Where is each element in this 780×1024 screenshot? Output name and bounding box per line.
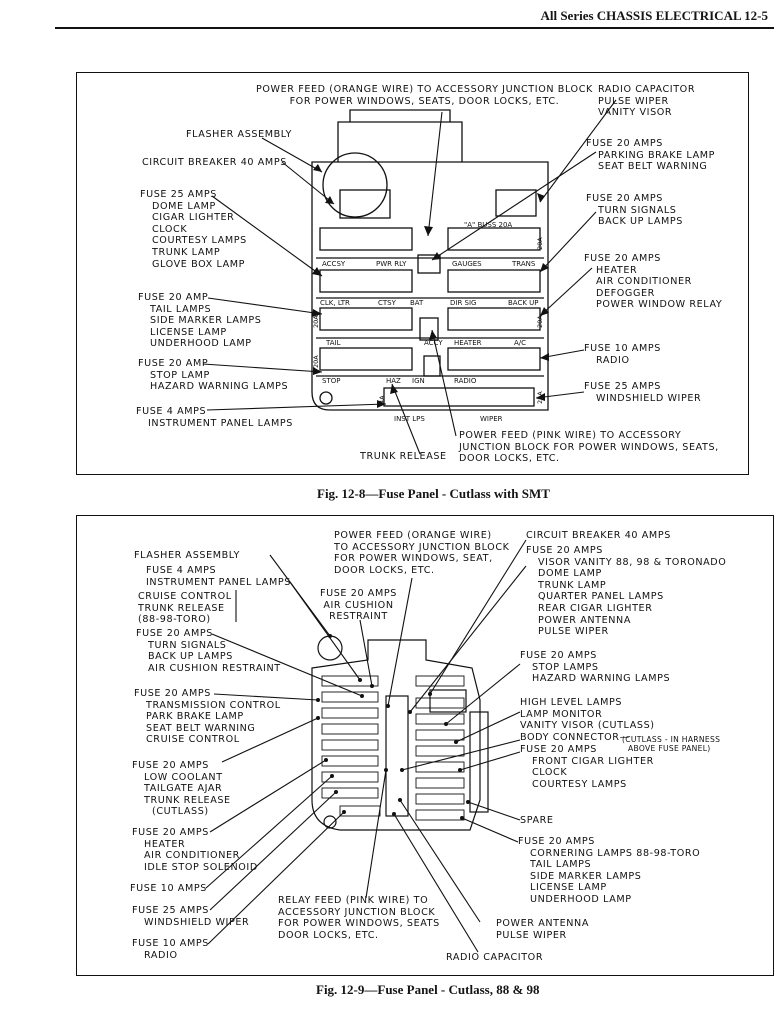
- fig9-high-level-label: HIGH LEVEL LAMPS LAMP MONITOR VANITY VIS…: [520, 697, 655, 732]
- fig8-wiper-text: WIPER: [480, 415, 503, 423]
- fig8-fuse10-radio-label: FUSE 10 AMPS RADIO: [584, 343, 661, 366]
- fig8-fuse20-turn-label: FUSE 20 AMPS TURN SIGNALS BACK UP LAMPS: [586, 193, 683, 228]
- fig9-radio-capacitor-label: RADIO CAPACITOR: [446, 952, 544, 963]
- fig8-caption: Fig. 12-8—Fuse Panel - Cutlass with SMT: [317, 486, 550, 501]
- fig9-flasher-label: FLASHER ASSEMBLY: [134, 550, 240, 561]
- fig8-bat-text: BAT: [410, 299, 424, 307]
- page-header: All Series CHASSIS ELECTRICAL 12-5: [540, 8, 768, 23]
- fig8-accsy-text: ACCSY: [322, 260, 346, 268]
- fig9-fuse20-visor-label: FUSE 20 AMPS VISOR VANITY 88, 98 & TORON…: [526, 545, 727, 638]
- fig8-20a-2: 20A: [312, 315, 320, 328]
- fig9-relay-feed-label: RELAY FEED (PINK WIRE) TO ACCESSORY JUNC…: [278, 895, 440, 941]
- fig8-bus-text: "A" BUSS 20A: [464, 221, 512, 229]
- fig8-power-feed-pink-label: POWER FEED (PINK WIRE) TO ACCESSORY JUNC…: [459, 430, 719, 465]
- fig9-frame: [76, 515, 774, 976]
- fig8-back-up-text: BACK UP: [508, 299, 539, 307]
- fig8-fuse25-left-label: FUSE 25 AMPS DOME LAMP CIGAR LIGHTER CLO…: [140, 189, 247, 270]
- fig9-air-cushion-label: FUSE 20 AMPS AIR CUSHION RESTRAINT: [320, 588, 397, 623]
- fig8-flasher-label: FLASHER ASSEMBLY: [186, 129, 292, 140]
- fig8-20a-1: 20A: [536, 237, 544, 250]
- fig9-cruise-label: CRUISE CONTROL TRUNK RELEASE (88-98-TORO…: [138, 591, 232, 626]
- fig8-power-feed-orange-label: POWER FEED (ORANGE WIRE) TO ACCESSORY JU…: [256, 84, 593, 107]
- fig8-flasher: [322, 152, 388, 218]
- fig8-ign-text: IGN: [412, 377, 425, 385]
- fig9-power-feed-orange-label: POWER FEED (ORANGE WIRE) TO ACCESSORY JU…: [334, 530, 510, 576]
- fig8-fuse20-tail-label: FUSE 20 AMP TAIL LAMPS SIDE MARKER LAMPS…: [138, 292, 262, 350]
- fig8-fuse20-stop-label: FUSE 20 AMP STOP LAMP HAZARD WARNING LAM…: [138, 358, 289, 393]
- fig8-fuse20-parking-label: FUSE 20 AMPS PARKING BRAKE LAMP SEAT BEL…: [586, 138, 715, 173]
- fig8-ctsy-text: CTSY: [378, 299, 397, 307]
- fig9-fuse20-front-label: FUSE 20 AMPS FRONT CIGAR LIGHTER CLOCK C…: [520, 744, 654, 790]
- fig8-radio-capacitor-label: RADIO CAPACITOR PULSE WIPER VANITY VISOR: [598, 84, 696, 119]
- fig8-gauges-text: GAUGES: [452, 260, 482, 268]
- fig9-flasher: [317, 635, 343, 661]
- fig8-pwr-rly-text: PWR RLY: [376, 260, 407, 268]
- fig8-accy-text: ACCY: [424, 339, 443, 347]
- fig8-stop-text: STOP: [322, 377, 340, 385]
- fig9-circuit-breaker-label: CIRCUIT BREAKER 40 AMPS: [526, 530, 671, 541]
- fig8-inst-lps-text: INST LPS: [394, 415, 425, 423]
- fig9-fuse20-heater-label: FUSE 20 AMPS HEATER AIR CONDITIONER IDLE…: [132, 827, 258, 873]
- fig9-fuse20-turn-label: FUSE 20 AMPS TURN SIGNALS BACK UP LAMPS …: [136, 628, 281, 674]
- fig8-clk-ltr-text: CLK, LTR: [320, 299, 350, 307]
- fig9-fuse25-wiper-label: FUSE 25 AMPS WINDSHIELD WIPER: [132, 905, 250, 928]
- fig9-body-connector-label: BODY CONNECTOR—: [520, 732, 630, 743]
- fig9-fuse10-left-label: FUSE 10 AMPS: [130, 883, 207, 894]
- fig9-panel-outline: [311, 639, 481, 831]
- fig8-dir-sig-text: DIR SIG: [450, 299, 476, 307]
- fig8-haz-text: HAZ: [386, 377, 401, 385]
- header-rule: [55, 27, 774, 29]
- fig8-fuse20-heater-label: FUSE 20 AMPS HEATER AIR CONDITIONER DEFO…: [584, 253, 723, 311]
- fig8-tail-text: TAIL: [325, 339, 341, 347]
- fig8-20a-4: 20A: [312, 355, 320, 368]
- fig9-fuse10-radio-label: FUSE 10 AMPS RADIO: [132, 938, 209, 961]
- fig8-fuse4-label: FUSE 4 AMPS INSTRUMENT PANEL LAMPS: [136, 406, 293, 429]
- fig9-caption: Fig. 12-9—Fuse Panel - Cutlass, 88 & 98: [316, 982, 540, 997]
- fig9-fuse20-trans-label: FUSE 20 AMPS TRANSMISSION CONTROL PARK B…: [134, 688, 281, 746]
- fig9-fuse20-cornering-label: FUSE 20 AMPS CORNERING LAMPS 88-98-TORO …: [518, 836, 701, 905]
- fig8-trans-text: TRANS: [511, 260, 536, 268]
- fig8-heater-text: HEATER: [454, 339, 482, 347]
- fig8-fuse25-wiper-label: FUSE 25 AMPS WINDSHIELD WIPER: [584, 381, 702, 404]
- fig9-power-antenna-label: POWER ANTENNA PULSE WIPER: [496, 918, 589, 941]
- fig8-panel-outline: [311, 161, 549, 411]
- fig9-spare-label: SPARE: [520, 815, 554, 826]
- fig8-ac-text: A/C: [514, 339, 526, 347]
- fig8-4a: 4A: [378, 395, 386, 404]
- fig9-fuse4-label: FUSE 4 AMPS INSTRUMENT PANEL LAMPS: [146, 565, 291, 588]
- fig8-20a-3: 20A: [536, 315, 544, 328]
- fig9-body-connector-note: (CUTLASS - IN HARNESS ABOVE FUSE PANEL): [622, 735, 721, 753]
- fig8-circuit-breaker-label: CIRCUIT BREAKER 40 AMPS: [142, 157, 287, 168]
- fig8-trunk-release-label: TRUNK RELEASE: [360, 451, 447, 462]
- fig8-circuit-breaker: [339, 189, 391, 219]
- fig9-fuse20-stop-label: FUSE 20 AMPS STOP LAMPS HAZARD WARNING L…: [520, 650, 671, 685]
- fig8-radio-text: RADIO: [454, 377, 477, 385]
- fig9-fuse20-coolant-label: FUSE 20 AMPS LOW COOLANT TAILGATE AJAR T…: [132, 760, 231, 818]
